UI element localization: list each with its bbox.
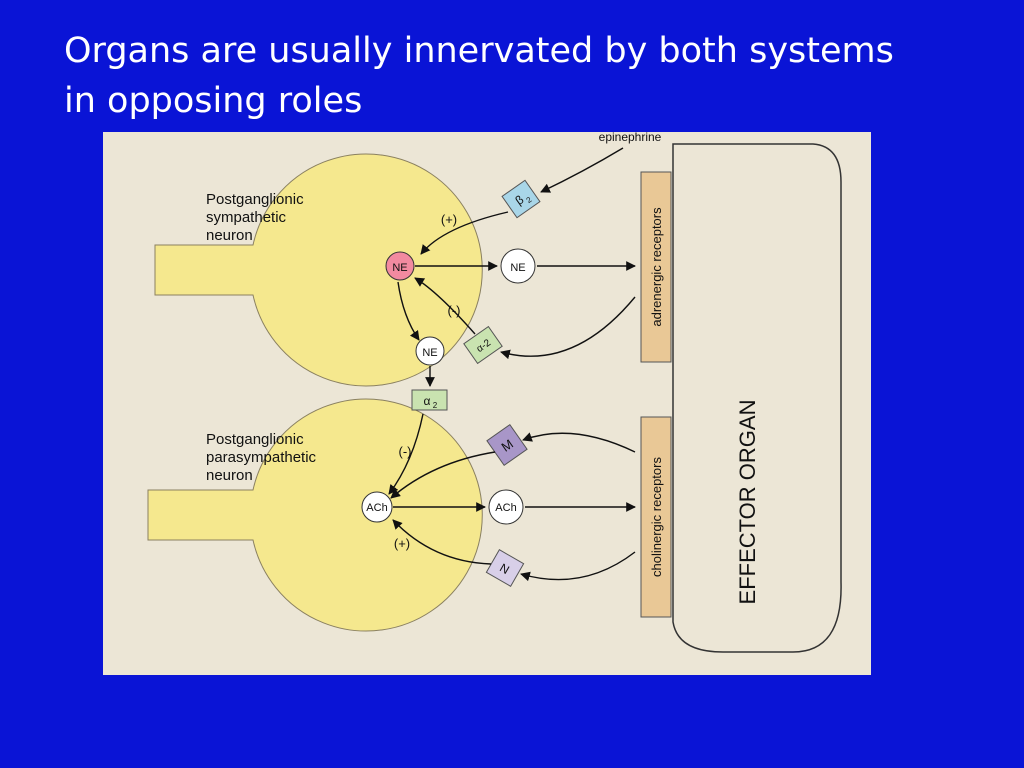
- alpha2-presynaptic-receptor: α 2: [411, 389, 448, 411]
- ach-vesicle: [361, 491, 393, 523]
- sym-minus-sign: (-): [448, 303, 461, 318]
- arrow-n-feedback: [392, 519, 492, 565]
- effector-organ-shape: [672, 143, 842, 653]
- para-plus-sign: (+): [394, 536, 410, 551]
- svg-text:2: 2: [433, 401, 438, 410]
- n-receptor: N: [485, 549, 525, 587]
- ne-release-top: [500, 248, 536, 284]
- adrenergic-receptors-label: adrenergic receptors: [649, 207, 664, 327]
- arrow-cholinergic-to-m: [522, 432, 636, 453]
- sympathetic-neuron-label: Postganglionic sympathetic neuron: [206, 191, 308, 244]
- ne-vesicle: [385, 251, 415, 281]
- epinephrine-label: epinephrine: [599, 132, 662, 144]
- arrow-epinephrine: [540, 147, 624, 193]
- sym-plus-sign: (+): [441, 212, 457, 227]
- paper-background: [103, 132, 871, 675]
- arrow-m-feedback: [390, 451, 496, 499]
- innervation-diagram: EFFECTOR ORGAN adrenergic receptors chol…: [103, 132, 871, 675]
- ach-release: [488, 489, 524, 525]
- m-receptor: M: [486, 423, 528, 467]
- svg-text:α: α: [424, 394, 431, 408]
- adrenergic-receptor-bar: [640, 171, 672, 363]
- arrow-alpha2-to-ach: [388, 413, 424, 495]
- effector-organ-label: EFFECTOR ORGAN: [735, 400, 760, 605]
- diagram-canvas: EFFECTOR ORGAN adrenergic receptors chol…: [103, 132, 871, 675]
- svg-text:2: 2: [525, 195, 534, 205]
- beta2-receptor: β 2: [501, 179, 541, 219]
- parasympathetic-neuron: [147, 398, 483, 632]
- slide-title-line-2: in opposing roles: [64, 81, 363, 121]
- arrow-cholinergic-to-n: [520, 551, 636, 582]
- ne-release-bottom-label: NE: [422, 347, 437, 359]
- slide-title: Organs are usually innervated by both sy…: [64, 26, 964, 126]
- arrow-alpha2-feedback: [414, 277, 476, 335]
- arrow-beta2-feedback: [420, 211, 509, 255]
- slide-title-line-1: Organs are usually innervated by both sy…: [64, 31, 894, 71]
- arrow-ne-vesicle-down: [397, 281, 420, 341]
- arrow-adrenergic-to-alpha2: [500, 296, 636, 360]
- para-minus-sign: (-): [399, 444, 412, 459]
- ach-vesicle-label: ACh: [366, 502, 387, 514]
- sympathetic-neuron: [154, 153, 483, 387]
- ne-release-bottom: [415, 336, 445, 366]
- cholinergic-receptors-label: cholinergic receptors: [649, 457, 664, 577]
- cholinergic-receptor-bar: [640, 416, 672, 618]
- ne-vesicle-label: NE: [392, 262, 407, 274]
- diagram-arrows: [388, 147, 636, 582]
- ne-release-top-label: NE: [510, 262, 525, 274]
- alpha2-upper-receptor: α-2: [463, 325, 503, 365]
- parasympathetic-neuron-label: Postganglionic parasympathetic neuron: [206, 431, 320, 484]
- ach-release-label: ACh: [495, 502, 516, 514]
